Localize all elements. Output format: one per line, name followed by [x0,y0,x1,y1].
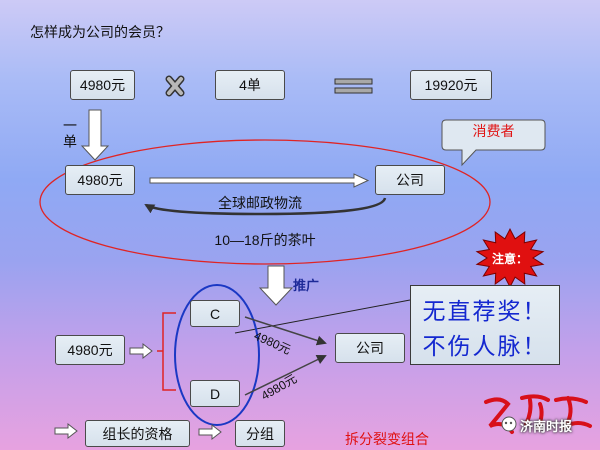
notice-badge-label: 注意： [491,252,528,266]
return-arrow [144,197,387,216]
member-c-arrow [244,316,327,346]
order-count-box: 4单 [215,70,285,100]
consumer-ellipse [39,139,491,265]
member-bracket [157,312,176,391]
price-box: 4980元 [70,70,135,100]
combo-label: 拆分裂变组合 [345,431,429,447]
member-d-arrow [244,355,327,396]
promote-arrow-icon [258,265,294,306]
per-order-label: 一单 [62,118,78,150]
notice-line-1: 无直荐奖！ [422,299,548,325]
shipping-label: 全球邮政物流 [218,195,302,211]
member-c-box: C [190,300,240,327]
notice-box: 无直荐奖！ 不伤人脉！ [410,285,560,365]
split-price-box: 4980元 [55,335,125,365]
promote-label: 推广 [293,278,320,293]
small-right-arrow-icon [198,423,222,441]
multiply-icon [165,75,185,97]
down-arrow-icon [80,109,110,161]
notice-line-2: 不伤人脉！ [422,334,548,360]
consumer-price-box: 4980元 [65,165,135,195]
product-label: 10—18斤的茶叶 [214,232,316,248]
split-company-box: 公司 [335,333,405,363]
group-box: 分组 [235,420,285,447]
total-box: 19920元 [410,70,492,100]
newspaper-logo [484,394,592,434]
consumer-company-box: 公司 [375,165,445,195]
notice-pointer-line [234,299,411,334]
qualification-box: 组长的资格 [85,420,190,447]
member-d-box: D [190,380,240,407]
page-title: 怎样成为公司的会员？ [30,24,170,40]
member-ellipse [174,284,260,426]
equals-icon [334,78,373,94]
small-right-arrow-icon [54,422,78,440]
consumer-callout-label: 消费者 [472,123,515,139]
small-right-arrow-icon [129,342,153,360]
shipping-arrow [149,173,370,188]
consumer-callout-shape [441,119,546,167]
watermark-text: 济南时报 [520,419,573,434]
